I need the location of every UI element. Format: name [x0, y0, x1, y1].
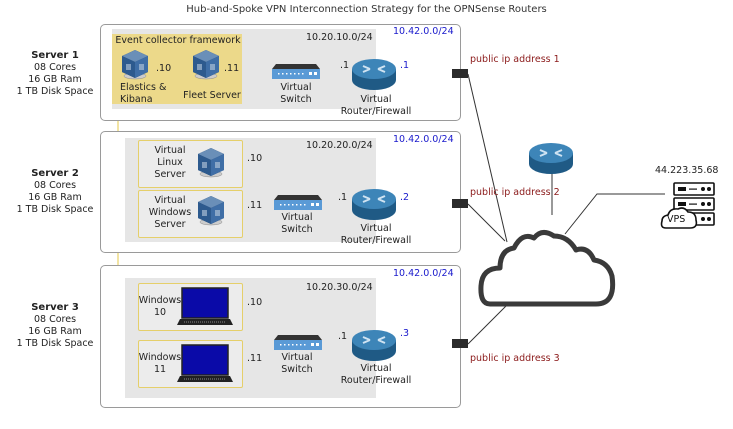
server-name: Server 3 [31, 302, 79, 313]
virtualbox-icon [198, 148, 224, 178]
virtual-switch-icon [274, 335, 322, 350]
vm-label-line: Windows [148, 207, 192, 218]
wan-subnet: 10.42.0.0/24 [393, 134, 454, 145]
router-lan-ip: .1 [338, 192, 348, 203]
vm-ip: .10 [247, 153, 263, 164]
server-name: Server 1 [31, 50, 79, 61]
router-wan-ip: .2 [400, 192, 410, 203]
vm-label-line: Windows [138, 352, 182, 363]
router-label: Virtual Router/Firewall [336, 223, 416, 247]
vps-ip-address: 44.223.35.68 [655, 165, 719, 176]
wan-subnet: 10.42.0.0/24 [393, 268, 454, 279]
virtual-router-icon [352, 189, 396, 220]
group-label: Event collector framework [115, 35, 241, 46]
virtualbox-icon [198, 196, 224, 226]
public-ip-label: public ip address 1 [470, 54, 560, 65]
vm-label-windows-10: Windows 10 [138, 295, 182, 319]
switch-label: Virtual Switch [272, 212, 322, 236]
server-spec-ram: 16 GB Ram [28, 192, 82, 203]
vps-label: VPS [667, 214, 686, 225]
router-label-line: Virtual [360, 223, 392, 234]
server-spec-ram: 16 GB Ram [28, 326, 82, 337]
vm-label-line: Server [154, 219, 186, 230]
router-label-line: Virtual [360, 363, 392, 374]
vm-label-line: Virtual [154, 195, 186, 206]
internet-cloud-icon [478, 230, 616, 307]
server-spec-disk: 1 TB Disk Space [16, 204, 94, 215]
vm-label-windows-server: Virtual Windows Server [140, 195, 200, 231]
switch-label-line: Virtual [281, 212, 313, 223]
server-spec-cores: 08 Cores [33, 180, 77, 191]
switch-label-line: Switch [281, 224, 313, 235]
public-ip-port [452, 199, 468, 208]
switch-label: Virtual Switch [272, 352, 322, 376]
vm-label-elastics-kibana: Elastics & Kibana [120, 82, 167, 105]
router-lan-ip: .1 [338, 331, 348, 342]
vm-label-linux-server: Virtual Linux Server [140, 145, 200, 181]
vm-ip: .10 [156, 63, 172, 74]
vm-box-windows-server [138, 190, 243, 238]
laptop-icon [177, 344, 233, 382]
server-1-specs: Server 1 08 Cores 16 GB Ram 1 TB Disk Sp… [0, 50, 110, 98]
vm-ip: .11 [247, 200, 263, 211]
switch-label-line: Switch [281, 364, 313, 375]
vm-box-linux-server [138, 140, 243, 188]
router-wan-ip: .1 [400, 60, 410, 71]
switch-label-line: Virtual [281, 352, 313, 363]
virtual-switch-icon [272, 64, 320, 79]
router-label-line: Router/Firewall [340, 235, 412, 246]
lan-subnet: 10.20.30.0/24 [306, 282, 373, 293]
laptop-icon [177, 287, 233, 325]
virtualbox-icon [193, 50, 219, 80]
lan-subnet: 10.20.10.0/24 [306, 32, 373, 43]
switch-label-line: Virtual [280, 82, 312, 93]
public-ip-label: public ip address 3 [470, 353, 560, 364]
virtual-switch-icon [274, 195, 322, 210]
vm-label-line: 11 [153, 364, 167, 375]
switch-label: Virtual Switch [271, 82, 321, 106]
server-spec-disk: 1 TB Disk Space [16, 338, 94, 349]
vm-label-line: Server [154, 169, 186, 180]
vm-label-line: 10 [153, 307, 167, 318]
vm-ip: .10 [247, 297, 263, 308]
vm-label-line: Virtual [154, 145, 186, 156]
server-2-specs: Server 2 08 Cores 16 GB Ram 1 TB Disk Sp… [0, 168, 110, 216]
virtualbox-icon [122, 50, 148, 80]
router-label: Virtual Router/Firewall [336, 363, 416, 387]
vm-label-fleet-server: Fleet Server [183, 90, 241, 101]
router-wan-ip: .3 [400, 328, 410, 339]
virtual-router-icon [352, 330, 396, 361]
server-spec-ram: 16 GB Ram [28, 74, 82, 85]
server-name: Server 2 [31, 168, 79, 179]
public-ip-port [452, 69, 468, 78]
router-label-line: Router/Firewall [340, 106, 412, 117]
vm-ip: .11 [247, 353, 263, 364]
switch-label-line: Switch [280, 94, 312, 105]
router-lan-ip: .1 [340, 60, 350, 71]
diagram-title: Hub-and-Spoke VPN Interconnection Strate… [186, 4, 547, 15]
lan-subnet: 10.20.20.0/24 [306, 140, 373, 151]
router-label-line: Virtual [360, 94, 392, 105]
public-ip-port [452, 339, 468, 348]
vm-ip: .11 [224, 63, 240, 74]
wan-subnet: 10.42.0.0/24 [393, 26, 454, 37]
vps-server-icon [660, 182, 715, 229]
internet-router-icon [529, 143, 573, 174]
router-label-line: Router/Firewall [340, 375, 412, 386]
vm-label-line: Linux [157, 157, 183, 168]
server-spec-disk: 1 TB Disk Space [16, 86, 94, 97]
router-label: Virtual Router/Firewall [336, 94, 416, 118]
virtual-router-icon [352, 59, 396, 90]
server-spec-cores: 08 Cores [33, 314, 77, 325]
server-spec-cores: 08 Cores [33, 62, 77, 73]
public-ip-label: public ip address 2 [470, 187, 560, 198]
server-3-specs: Server 3 08 Cores 16 GB Ram 1 TB Disk Sp… [0, 302, 110, 350]
vm-label-windows-11: Windows 11 [138, 352, 182, 376]
vm-label-line: Windows [138, 295, 182, 306]
